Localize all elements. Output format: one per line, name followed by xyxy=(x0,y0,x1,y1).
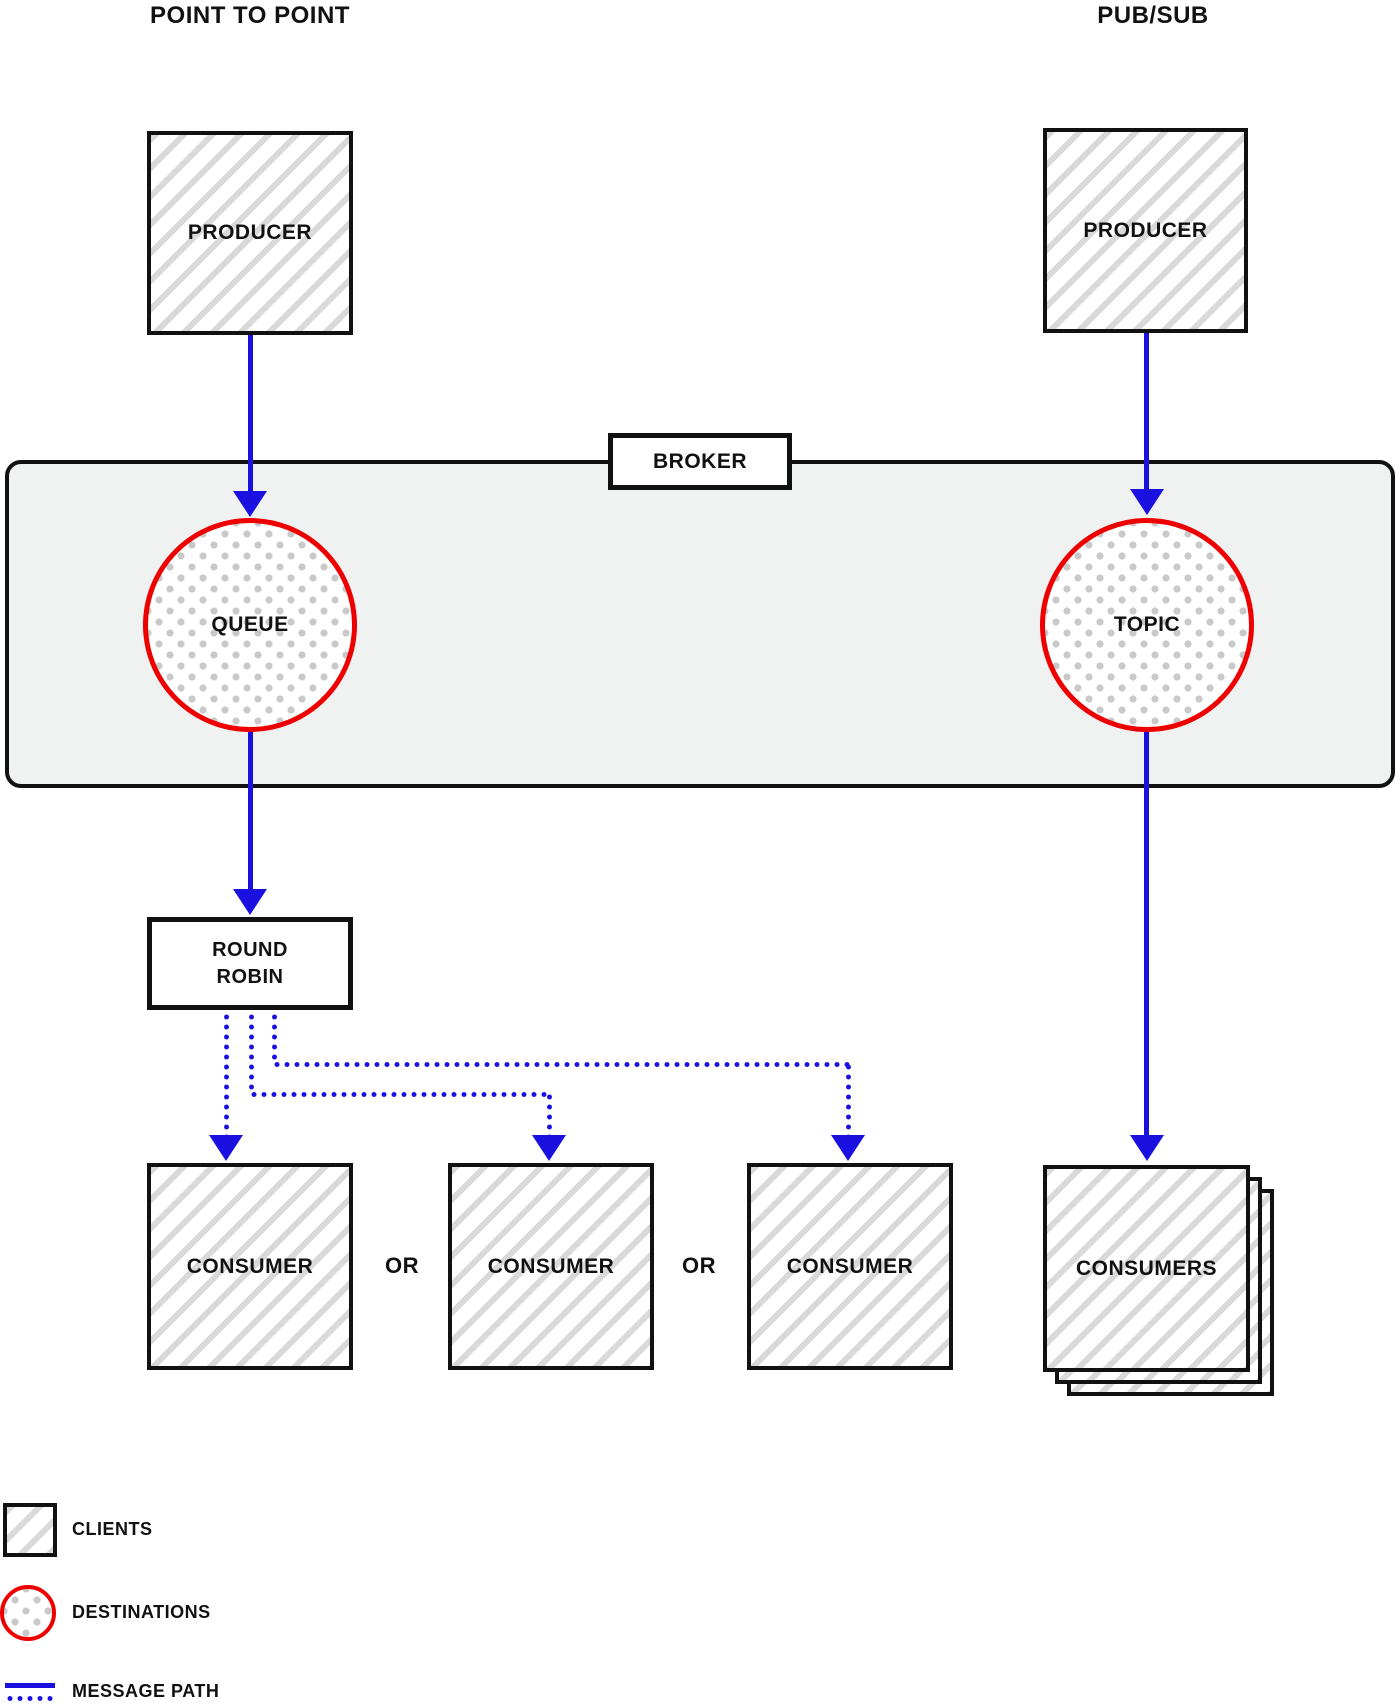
queue-label: QUEUE xyxy=(211,613,289,636)
topic-to-consumers-arrow-line xyxy=(1144,732,1149,1136)
queue-to-round-robin-arrowhead xyxy=(233,889,267,915)
legend-message-path-solid-line xyxy=(5,1683,55,1688)
broker-label: BROKER xyxy=(652,449,747,473)
legend-destinations-swatch xyxy=(0,1585,56,1641)
round-robin-path-2-arrowhead xyxy=(532,1135,566,1161)
round-robin-path-2-drop xyxy=(547,1092,552,1136)
round-robin-path-1-vertical xyxy=(224,1012,229,1136)
round-robin-path-1-arrowhead xyxy=(209,1135,243,1161)
legend-message-path-label: MESSAGE PATH xyxy=(72,1681,220,1701)
legend-clients-swatch xyxy=(3,1503,57,1557)
pubsub-consumers-label: CONSUMERS xyxy=(1075,1256,1217,1280)
round-robin-box: ROUND ROBIN xyxy=(147,917,353,1010)
ptp-producer-label: PRODUCER xyxy=(187,221,313,244)
ptp-producer-to-queue-arrow-line xyxy=(248,335,253,492)
broker-label-box: BROKER xyxy=(608,433,792,490)
queue-to-round-robin-arrow-line xyxy=(248,732,253,890)
round-robin-path-3-drop xyxy=(846,1062,851,1136)
ptp-producer-box: PRODUCER xyxy=(147,131,353,335)
legend-message-path-dotted-line xyxy=(5,1696,55,1701)
round-robin-path-3-vertical xyxy=(272,1012,277,1062)
ptp-consumer-box-2: CONSUMER xyxy=(448,1163,654,1370)
or-separator-2: OR xyxy=(682,1253,716,1278)
topic-circle: TOPIC xyxy=(1040,518,1254,732)
ptp-consumer-box-1: CONSUMER xyxy=(147,1163,353,1370)
legend-clients-label: CLIENTS xyxy=(72,1519,153,1539)
topic-to-consumers-arrowhead xyxy=(1130,1135,1164,1161)
round-robin-path-2-horizontal xyxy=(249,1092,551,1097)
or-separator-1: OR xyxy=(385,1253,419,1278)
pubsub-producer-to-topic-arrow-line xyxy=(1144,333,1149,490)
topic-label: TOPIC xyxy=(1113,613,1181,636)
queue-circle: QUEUE xyxy=(143,518,357,732)
pubsub-producer-box: PRODUCER xyxy=(1043,128,1248,333)
pubsub-producer-to-topic-arrowhead xyxy=(1130,489,1164,515)
round-robin-path-3-arrowhead xyxy=(831,1135,865,1161)
pub-sub-title: PUB/SUB xyxy=(1097,2,1209,29)
ptp-consumer-3-label: CONSUMER xyxy=(786,1254,914,1278)
pubsub-consumers-box: CONSUMERS xyxy=(1043,1165,1250,1372)
legend-destinations-label: DESTINATIONS xyxy=(72,1602,211,1622)
point-to-point-title: POINT TO POINT xyxy=(150,2,350,29)
ptp-producer-to-queue-arrowhead xyxy=(233,491,267,517)
round-robin-label-line2: ROBIN xyxy=(216,965,284,988)
ptp-consumer-2-label: CONSUMER xyxy=(487,1254,615,1278)
round-robin-path-3-horizontal xyxy=(272,1062,850,1067)
round-robin-label-line1: ROUND xyxy=(212,938,288,961)
ptp-consumer-box-3: CONSUMER xyxy=(747,1163,953,1370)
pubsub-producer-label: PRODUCER xyxy=(1083,218,1208,242)
ptp-consumer-1-label: CONSUMER xyxy=(186,1254,314,1278)
round-robin-path-2-vertical xyxy=(249,1012,254,1092)
